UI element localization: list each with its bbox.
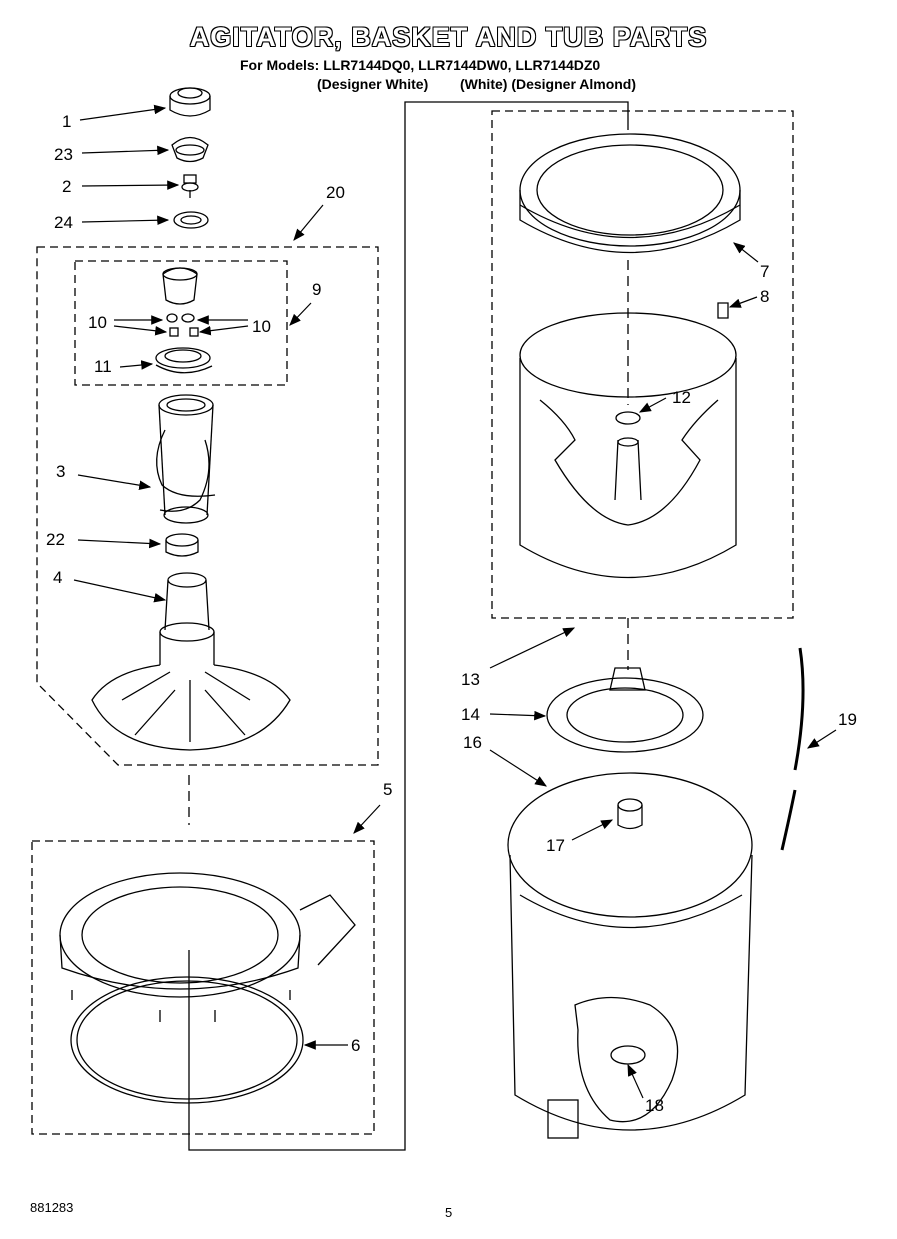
callout-24: 24 — [54, 213, 73, 232]
basket-box — [491, 110, 794, 619]
balance-ring-part — [519, 133, 741, 254]
upper-agitator-part — [156, 394, 216, 524]
connection-line — [188, 101, 629, 1151]
lower-agitator-part — [91, 572, 291, 751]
callout-10-left: 10 — [88, 313, 107, 332]
callout-9: 9 — [312, 280, 322, 299]
callout-12: 12 — [672, 388, 691, 407]
tub-ring-part — [59, 872, 356, 1022]
callout-10-right: 10 — [252, 317, 271, 336]
callout-arrows — [73, 104, 837, 1099]
callout-19: 19 — [838, 710, 857, 729]
spline-insert-part — [165, 533, 199, 557]
assembly-9-box — [74, 260, 288, 386]
model-list: For Models: LLR7144DQ0, LLR7144DW0, LLR7… — [240, 57, 601, 73]
callout-8: 8 — [760, 287, 770, 306]
model-variant-1: (Designer White) — [317, 76, 429, 92]
callout-5: 5 — [383, 780, 393, 799]
page-number: 5 — [445, 1205, 453, 1220]
page-title: AGITATOR, BASKET AND TUB PARTS — [189, 22, 708, 52]
seal-part — [617, 798, 643, 830]
callout-2: 2 — [62, 177, 72, 196]
callout-1: 1 — [62, 112, 72, 131]
washer-part — [173, 211, 209, 229]
assembly-5-box — [31, 840, 375, 1135]
callout-13: 13 — [461, 670, 480, 689]
drive-block-part — [162, 267, 198, 305]
callout-23: 23 — [54, 145, 73, 164]
callout-14: 14 — [461, 705, 480, 724]
callout-16: 16 — [463, 733, 482, 752]
dogs-part — [166, 313, 199, 337]
assembly-20-box — [36, 246, 379, 766]
hose-part — [780, 647, 805, 851]
callout-18: 18 — [645, 1096, 664, 1115]
outer-tub-part — [507, 772, 753, 1139]
callout-20: 20 — [326, 183, 345, 202]
agitator-cap-part — [169, 87, 211, 117]
callout-7: 7 — [760, 262, 770, 281]
basket-part — [519, 312, 737, 579]
model-variant-2: (White) (Designer Almond) — [460, 76, 637, 92]
callout-4: 4 — [53, 568, 63, 587]
cam-part — [155, 347, 213, 374]
callout-6: 6 — [351, 1036, 361, 1055]
document-number: 881283 — [30, 1200, 74, 1215]
callout-17: 17 — [546, 836, 565, 855]
callout-22: 22 — [46, 530, 65, 549]
callout-11: 11 — [94, 357, 112, 376]
bolt-part — [181, 174, 199, 198]
tub-gasket-part — [70, 976, 304, 1104]
callout-3: 3 — [56, 462, 66, 481]
cap-insert-part — [171, 136, 209, 163]
clip-part — [717, 302, 729, 319]
drive-hub-part — [546, 667, 704, 753]
